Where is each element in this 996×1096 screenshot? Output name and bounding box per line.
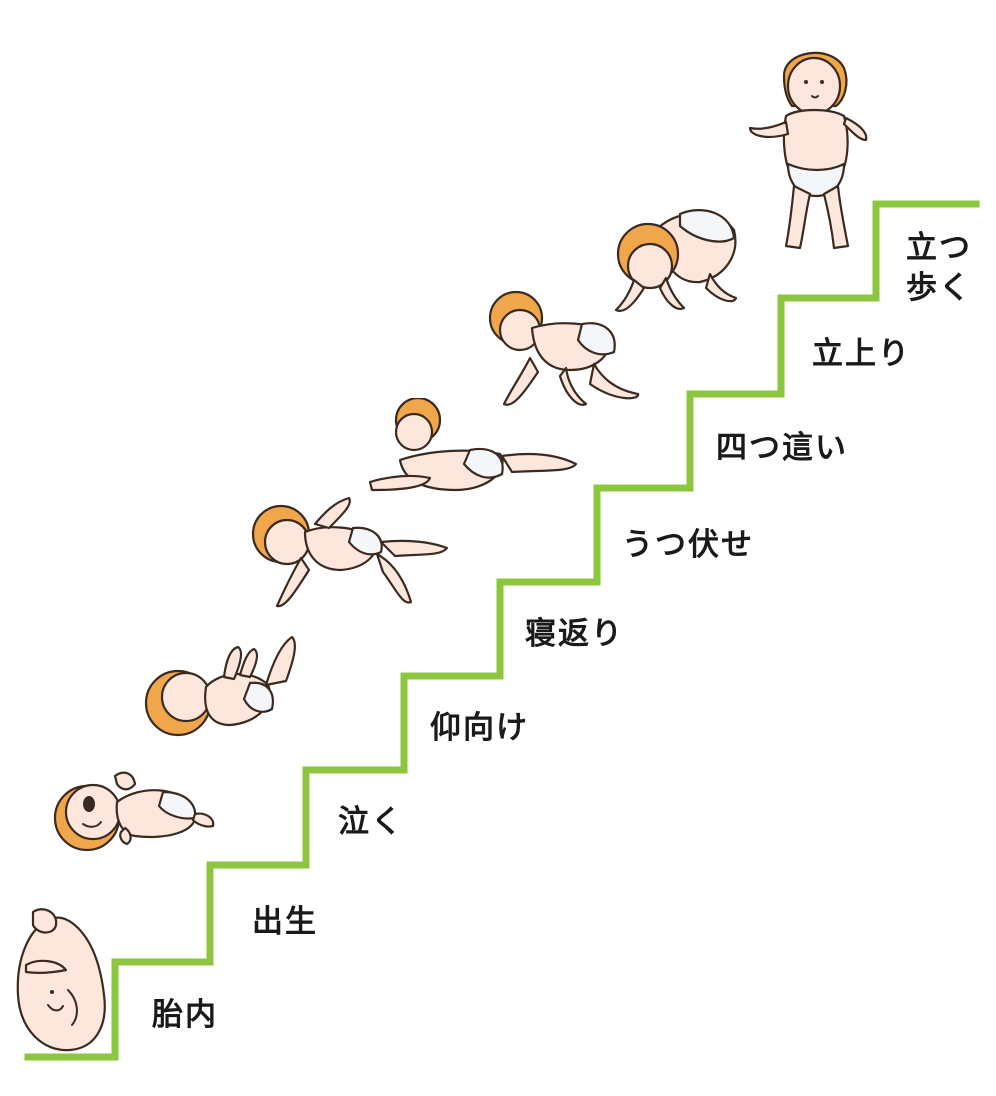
newborn-crying-icon xyxy=(53,771,215,852)
stage-label-supine: 仰向け xyxy=(430,710,529,746)
stage-label-prone: うつ伏せ xyxy=(622,527,754,563)
baby-supine-icon xyxy=(144,635,296,737)
stage-label-pulling-up: 立上り xyxy=(812,336,911,372)
baby-pulling-up-icon xyxy=(614,209,738,312)
stage-label-stand-walk-line-1: 立つ xyxy=(906,230,972,266)
stage-label-birth: 出生 xyxy=(252,904,318,940)
stair-line xyxy=(24,200,980,1061)
stage-label-fetal: 胎内 xyxy=(152,997,218,1033)
baby-standing-icon xyxy=(748,51,868,250)
baby-crawling-icon xyxy=(488,290,640,406)
baby-prone-icon xyxy=(368,398,578,492)
stage-label-stand-walk-line-2: 歩く xyxy=(906,270,972,306)
stage-label-rolling: 寝返り xyxy=(525,616,624,652)
stage-label-crawling: 四つ這い xyxy=(716,430,848,466)
stage-label-stand-walk: 立つ歩く xyxy=(906,228,972,308)
baby-rolling-icon xyxy=(251,496,449,608)
stage-label-crying: 泣く xyxy=(338,804,404,840)
fetus-icon xyxy=(16,908,106,1052)
